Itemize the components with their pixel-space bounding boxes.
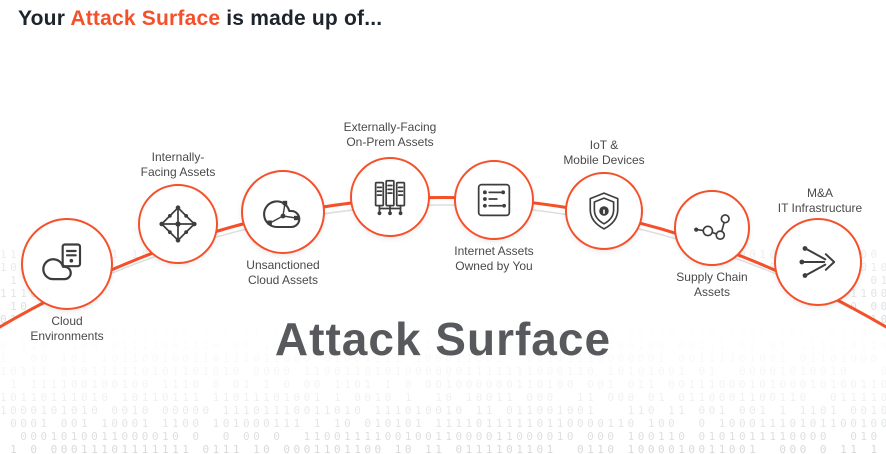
node-circle bbox=[21, 218, 113, 310]
arc-title: Attack Surface bbox=[274, 313, 612, 365]
dome-shape bbox=[0, 205, 886, 454]
node-label: Internally- Facing Assets bbox=[140, 150, 216, 179]
heading-suffix: is made up of... bbox=[220, 7, 383, 30]
node-circle bbox=[350, 157, 430, 237]
node-circle bbox=[454, 160, 534, 240]
node-circle bbox=[138, 184, 218, 264]
branch-arrow-icon bbox=[799, 246, 836, 278]
cloud-nodes-icon bbox=[263, 200, 301, 229]
node-label: Supply Chain Assets bbox=[676, 270, 748, 299]
node-label: M&A IT Infrastructure bbox=[777, 186, 863, 215]
node-circle bbox=[565, 172, 643, 250]
node-label: Internet Assets Owned by You bbox=[454, 244, 534, 273]
node-circle bbox=[674, 190, 750, 266]
supply-chain-icon bbox=[694, 214, 730, 241]
node-label: Externally-Facing On-Prem Assets bbox=[343, 120, 437, 149]
heading-highlight: Attack Surface bbox=[70, 7, 221, 30]
cloud-document-icon bbox=[42, 243, 82, 281]
node-circle bbox=[774, 218, 862, 306]
node-label: Cloud Environments bbox=[30, 314, 104, 343]
node-label: IoT & Mobile Devices bbox=[563, 138, 645, 167]
node-label: Unsanctioned Cloud Assets bbox=[246, 258, 320, 287]
heading-prefix: Your bbox=[18, 7, 71, 30]
shield-lock-icon bbox=[589, 192, 619, 230]
server-rack-icon bbox=[374, 179, 406, 216]
page-title: Your Attack Surface is made up of... bbox=[18, 7, 382, 31]
node-circle bbox=[241, 170, 325, 254]
network-mesh-icon bbox=[159, 205, 197, 243]
asset-list-icon bbox=[477, 183, 511, 217]
